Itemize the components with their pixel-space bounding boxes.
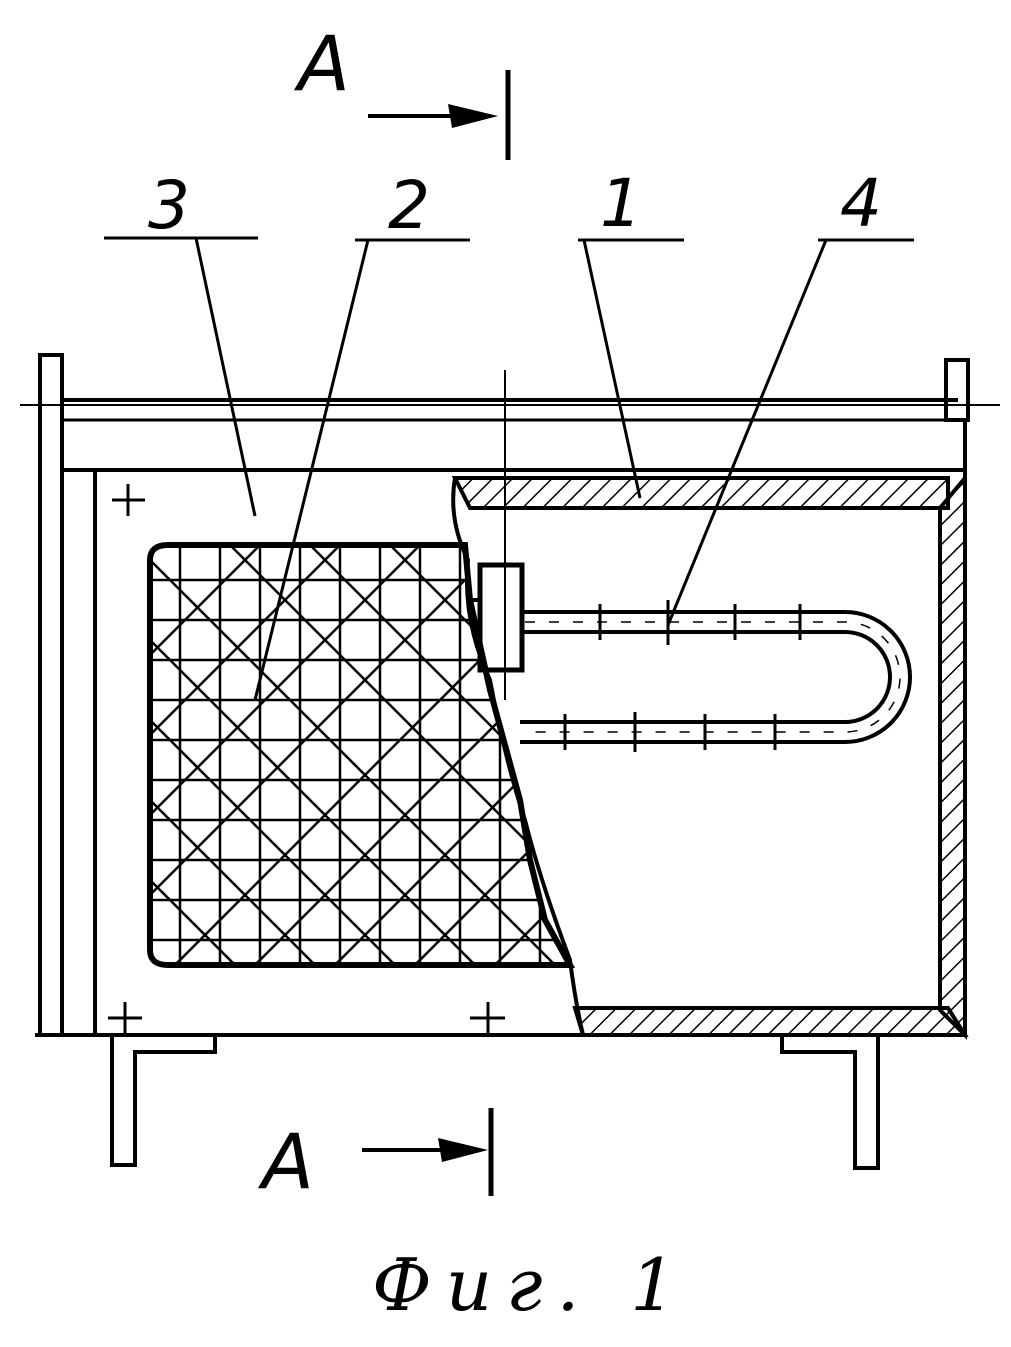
callout-leader-1 xyxy=(582,239,642,499)
right-post xyxy=(944,358,970,422)
fastener-mark-2 xyxy=(108,1002,142,1034)
inner-cavity xyxy=(470,506,942,1010)
heating-element xyxy=(468,370,912,752)
u-tube-core xyxy=(525,621,901,733)
fastener-mark-3 xyxy=(470,1002,505,1034)
feet xyxy=(110,1035,880,1170)
callout-label-3: 3 xyxy=(148,167,190,244)
hatch-bottom-wall xyxy=(572,1006,969,1037)
section-arrowhead-bottom xyxy=(438,1138,488,1162)
callout-1: 1 xyxy=(578,165,684,499)
figure-caption: Фиг. 1 xyxy=(372,1243,690,1327)
section-mark-top: A xyxy=(293,19,511,160)
terminal-block xyxy=(477,562,525,673)
foot-left xyxy=(110,1035,217,1167)
foot-right xyxy=(780,1035,880,1170)
fastener-mark-1 xyxy=(112,484,145,516)
left-post xyxy=(38,353,64,1037)
hatched-section xyxy=(451,472,969,1040)
section-mark-bottom: A xyxy=(257,1108,494,1206)
callout-label-1: 1 xyxy=(600,165,642,242)
callout-label-2: 2 xyxy=(388,167,430,244)
section-arrowhead-top xyxy=(448,104,498,128)
hatch-top-wall xyxy=(451,476,950,510)
hatch-right-wall xyxy=(938,472,967,1040)
callout-2: 2 xyxy=(253,167,470,701)
mesh-block xyxy=(147,542,576,968)
housing xyxy=(20,353,1000,1037)
u-tube-outer xyxy=(520,610,912,744)
callout-leader-4 xyxy=(666,239,828,626)
u-tube-inner xyxy=(520,630,892,724)
fastener-marks xyxy=(108,484,505,1034)
callout-4: 4 xyxy=(666,165,914,626)
section-label-top: A xyxy=(293,19,350,108)
u-tube-ticks xyxy=(563,600,802,752)
mesh-outline xyxy=(147,542,576,968)
mesh-pattern xyxy=(150,545,570,965)
callout-3: 3 xyxy=(104,167,258,517)
callout-leader-3 xyxy=(194,237,257,517)
section-label-bottom: A xyxy=(257,1117,314,1206)
callout-label-4: 4 xyxy=(840,165,882,242)
